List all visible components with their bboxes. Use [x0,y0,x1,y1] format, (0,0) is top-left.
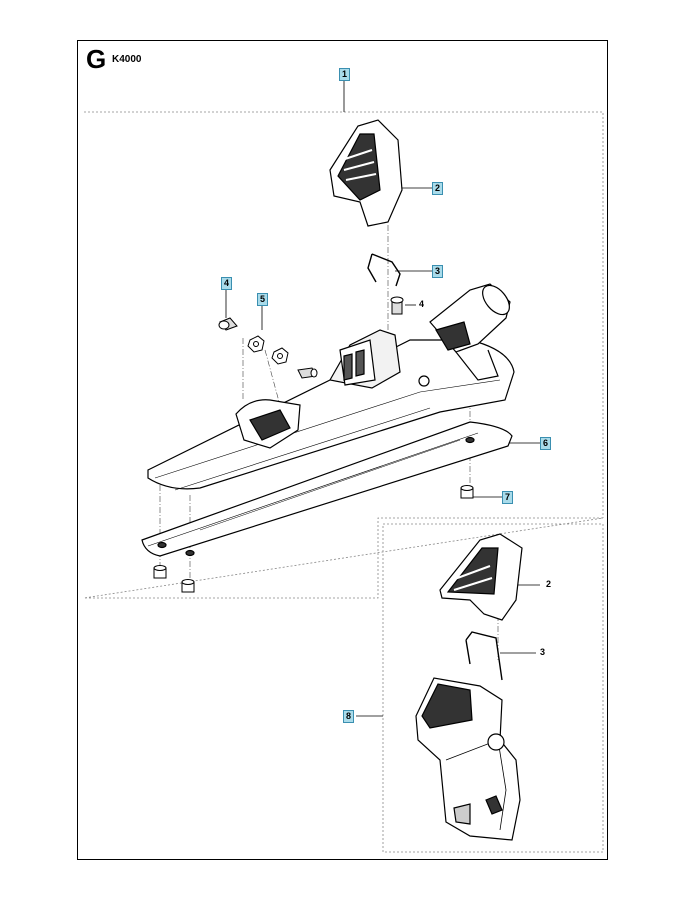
guard-assembly-part-8 [415,677,521,841]
spring-clip-part-3-inset [465,631,503,681]
base-plate-part-6 [141,421,513,557]
screw-part-4-right [390,296,404,315]
callout-7: 7 [502,491,514,504]
blade-guard-body [147,283,515,491]
spring-clip-part-3-top [367,253,401,287]
callout-2-top: 2 [432,182,444,195]
callout-5: 5 [257,293,269,306]
section-letter: G [86,44,107,74]
screw-part-4-left [218,317,238,331]
callout-8: 8 [343,710,355,723]
callout-1: 1 [339,68,351,81]
assembly-boundary [83,111,604,599]
inset-boundary [382,523,604,853]
callout-2-inset: 2 [546,579,552,589]
callout-4-right: 4 [419,299,425,309]
screws-part-7 [153,485,474,593]
page-frame [77,40,608,860]
nut-part-5 [247,335,289,365]
flap-part-2-top [329,119,403,227]
callout-6: 6 [540,437,552,450]
callout-3-inset: 3 [540,647,546,657]
screw-middle [297,367,318,379]
model-name: K4000 [112,54,142,65]
callout-4-left: 4 [221,277,233,290]
callout-3-top: 3 [432,265,444,278]
flap-part-2-inset [439,533,523,621]
